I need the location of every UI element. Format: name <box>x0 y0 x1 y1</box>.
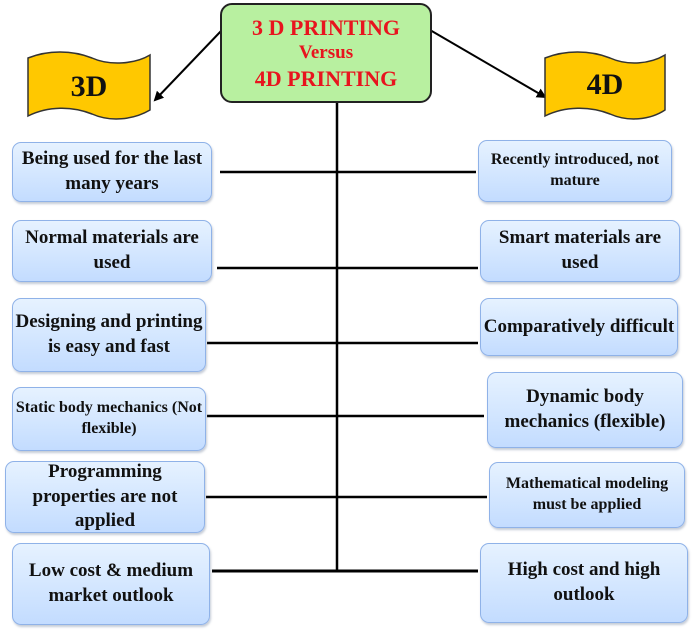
left-item-1: Being used for the last many years <box>12 142 212 202</box>
4d-heading: 4D <box>586 68 624 101</box>
3d-flag-icon <box>27 51 151 120</box>
right-item-5: Mathematical modeling must be applied <box>489 462 685 528</box>
title-line-3: 4D PRINTING <box>254 65 398 91</box>
left-item-5-text: Programming properties are not applied <box>32 460 178 532</box>
left-item-2-text: Normal materials are used <box>25 227 199 273</box>
right-item-4: Dynamic body mechanics (flexible) <box>487 372 683 448</box>
left-item-4-text: Static body mechanics (Not flexible) <box>15 399 203 437</box>
right-item-5-text: Mathematical modeling must be applied <box>505 475 669 513</box>
left-item-3: Designing and printing is easy and fast <box>12 298 206 372</box>
left-item-1-text: Being used for the last many years <box>21 148 203 194</box>
right-item-6: High cost and high outlook <box>480 543 688 623</box>
left-item-3-text: Designing and printing is easy and fast <box>15 311 203 357</box>
right-item-4-text: Dynamic body mechanics (flexible) <box>504 386 666 432</box>
title-box: 3 D PRINTING Versus 4D PRINTING <box>220 3 432 103</box>
3d-heading: 3D <box>70 70 108 103</box>
4d-flag-icon <box>544 51 666 120</box>
left-item-5: Programming properties are not applied <box>5 461 205 533</box>
right-item-1: Recently introduced, not mature <box>478 140 672 202</box>
left-item-6: Low cost & medium market outlook <box>12 543 210 625</box>
left-item-4: Static body mechanics (Not flexible) <box>12 387 206 451</box>
arrow-to-4d <box>429 29 547 99</box>
right-item-1-text: Recently introduced, not mature <box>490 151 660 189</box>
right-item-2: Smart materials are used <box>480 220 680 282</box>
arrow-to-3d <box>153 29 223 102</box>
right-item-3-text: Comparatively difficult <box>483 315 675 337</box>
right-item-3: Comparatively difficult <box>480 298 678 356</box>
left-item-6-text: Low cost & medium market outlook <box>28 560 194 606</box>
left-item-2: Normal materials are used <box>12 220 212 282</box>
title-line-2: Versus <box>298 42 354 64</box>
right-item-6-text: High cost and high outlook <box>507 559 661 605</box>
title-line-1: 3 D PRINTING <box>252 14 400 40</box>
right-item-2-text: Smart materials are used <box>498 227 662 273</box>
